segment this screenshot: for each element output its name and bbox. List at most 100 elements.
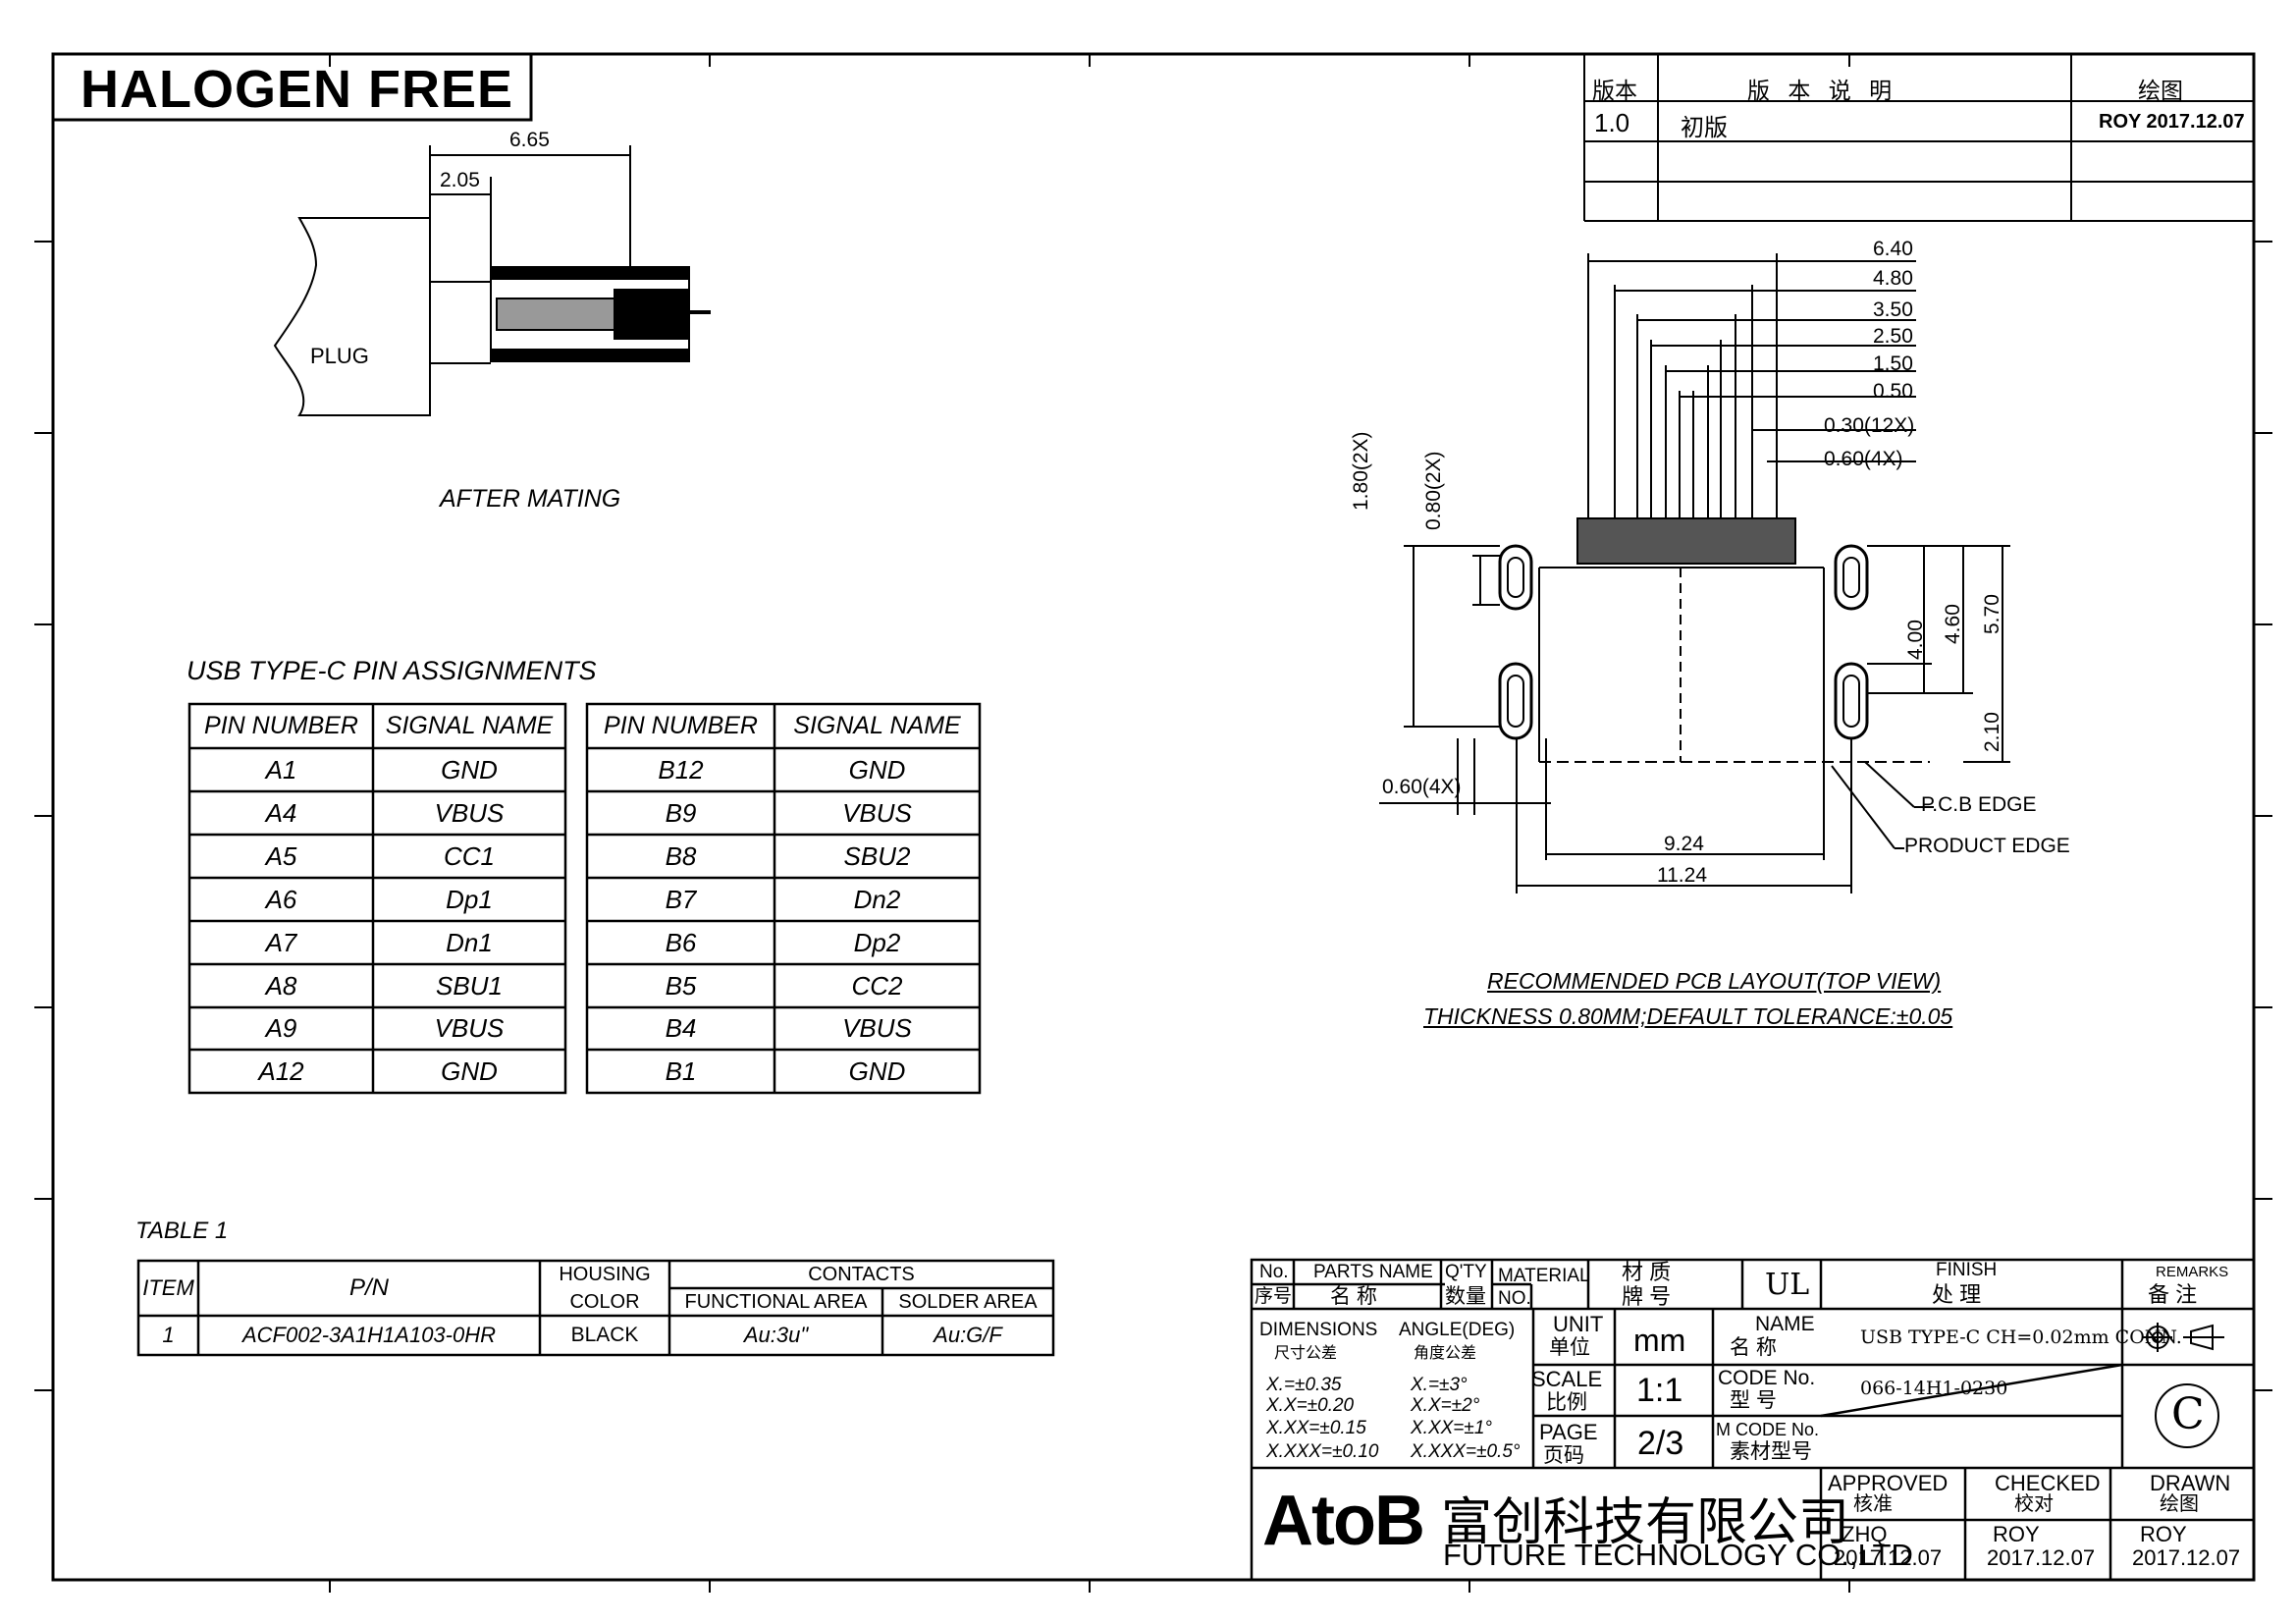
tb-approved-date: 2017.12.07 (1834, 1545, 1943, 1570)
pin-right-signal: GND (848, 754, 906, 785)
pcb-layout-caption: RECOMMENDED PCB LAYOUT(TOP VIEW) (1487, 968, 1942, 994)
pin-right-signal: GND (848, 1056, 906, 1086)
tb-unit-value: mm (1633, 1323, 1686, 1358)
pin-left-signal: VBUS (434, 797, 505, 828)
tb-revision-mark: C (2171, 1389, 2205, 1439)
tb-code-value: 066-14H1-0230 (1860, 1378, 2008, 1399)
tb-checked-en: CHECKED (1995, 1471, 2101, 1495)
pin-left-signal: Dn1 (446, 927, 493, 957)
product-edge-label: PRODUCT EDGE (1904, 835, 2070, 857)
pin-right-pin: B1 (665, 1056, 697, 1086)
tb-mcode-cn: 素材型号 (1730, 1440, 1812, 1463)
tb-remarks-cn: 备 注 (2148, 1282, 2198, 1307)
dim-top-6-40: 6.40 (1873, 238, 1913, 260)
pin-left-signal: VBUS (434, 1013, 505, 1043)
dim-top-2-50: 2.50 (1873, 325, 1913, 348)
tb-finish-en: FINISH (1936, 1260, 1998, 1280)
pcb-layout-drawing (1379, 253, 2010, 893)
table1-solder: Au:G/F (934, 1323, 1002, 1347)
tb-angle-tolerance: X.X=±2° (1411, 1395, 1480, 1416)
table1-housing: BLACK (570, 1324, 639, 1346)
dim-right-4-00: 4.00 (1904, 620, 1927, 660)
tb-checked-date: 2017.12.07 (1987, 1545, 2096, 1570)
table1-header-housing-2: COLOR (569, 1290, 640, 1313)
tb-material-cn2: 牌 号 (1622, 1284, 1672, 1309)
table1-header-contacts: CONTACTS (808, 1263, 915, 1285)
pin-left-signal: CC1 (443, 840, 495, 871)
tb-checked-cn: 校对 (2014, 1493, 2054, 1515)
table1-title: TABLE 1 (135, 1218, 229, 1244)
pin-left-pin: A5 (265, 840, 297, 871)
tb-unit-cn: 单位 (1549, 1336, 1590, 1359)
company-name-en: FUTURE TECHNOLOGY CO.,LTD (1443, 1538, 1913, 1572)
rev-header-version: 版本 (1592, 78, 1637, 103)
rev-header-drawn: 绘图 (2138, 78, 2183, 103)
pin-right-pin: B9 (665, 797, 697, 828)
pin-left-header-signal: SIGNAL NAME (385, 712, 554, 739)
pin-right-pin: B7 (665, 884, 697, 914)
pin-right-signal: VBUS (842, 1013, 912, 1043)
dim-top-4-80: 4.80 (1873, 267, 1913, 290)
tb-tolerance: X.X=±0.20 (1266, 1395, 1355, 1416)
dim-6-65: 6.65 (509, 129, 550, 151)
pin-right-pin: B6 (665, 927, 697, 957)
tb-material-no: NO. (1498, 1288, 1531, 1309)
after-mating-caption: AFTER MATING (440, 485, 621, 513)
tb-finish-cn: 处 理 (1932, 1282, 1982, 1307)
tb-page-cn: 页码 (1543, 1444, 1584, 1467)
tb-tolerance: X.XXX=±0.10 (1266, 1441, 1379, 1462)
pin-table-right-grid (585, 702, 982, 1095)
tb-scale-en: SCALE (1531, 1367, 1603, 1391)
pin-left-signal: SBU1 (436, 970, 503, 1001)
tb-code-cn: 型 号 (1730, 1389, 1777, 1412)
tb-name-value: USB TYPE-C CH=0.02mm CONN. (1860, 1326, 2182, 1348)
tb-angle-tolerance: X.XXX=±0.5° (1411, 1441, 1521, 1462)
pin-right-signal: Dp2 (853, 927, 901, 957)
pin-left-pin: A4 (265, 797, 297, 828)
dim-left-0-80-2x: 0.80(2X) (1422, 451, 1445, 530)
tb-scale-value: 1:1 (1636, 1372, 1683, 1409)
rev-description: 初版 (1681, 115, 1728, 141)
table1-functional: Au:3u" (743, 1323, 809, 1347)
pin-right-header-pin: PIN NUMBER (604, 712, 758, 739)
pcb-edge-label: P.C.B EDGE (1921, 793, 2037, 816)
tb-qty-cn: 数量 (1445, 1285, 1486, 1308)
tb-page-value: 2/3 (1637, 1425, 1684, 1462)
pin-left-signal: GND (441, 754, 498, 785)
tb-scale-cn: 比例 (1546, 1391, 1587, 1414)
tb-drawn-by: ROY (2140, 1522, 2187, 1546)
tb-mcode-en: M CODE No. (1716, 1420, 1820, 1439)
tb-angle-cn: 角度公差 (1414, 1345, 1477, 1362)
tb-parts-name-cn: 名 称 (1330, 1285, 1377, 1308)
revision-table-grid (1583, 54, 2254, 222)
pin-left-signal: Dp1 (446, 884, 493, 914)
tb-code-en: CODE No. (1718, 1367, 1816, 1389)
rev-header-description: 版 本 说 明 (1747, 78, 1898, 103)
tb-angle-tolerance: X.=±3° (1411, 1375, 1468, 1395)
pin-left-pin: A12 (258, 1056, 304, 1086)
tb-dimensions-en: DIMENSIONS (1259, 1320, 1378, 1340)
dim-2-05: 2.05 (440, 169, 480, 191)
table1-header-solder: SOLDER AREA (898, 1290, 1038, 1313)
table1-pn: ACF002-3A1H1A103-0HR (241, 1323, 497, 1347)
tb-approved-en: APPROVED (1828, 1471, 1949, 1495)
pin-left-pin: A7 (265, 927, 297, 957)
tb-remarks-en: REMARKS (2156, 1264, 2229, 1280)
tb-no-cn: 序号 (1255, 1286, 1293, 1307)
tb-name-en: NAME (1755, 1313, 1815, 1335)
tb-drawn-cn: 绘图 (2160, 1493, 2199, 1515)
pin-right-pin: B5 (665, 970, 697, 1001)
tb-no-en: No. (1259, 1262, 1289, 1282)
pin-left-pin: A8 (265, 970, 297, 1001)
dim-top-3-50: 3.50 (1873, 298, 1913, 321)
pin-right-signal: Dn2 (853, 884, 901, 914)
plug-label: PLUG (310, 344, 369, 368)
pin-table-left-grid (187, 702, 567, 1095)
pin-right-signal: SBU2 (843, 840, 911, 871)
tb-checked-by: ROY (1993, 1522, 2040, 1546)
tb-unit-en: UNIT (1553, 1312, 1604, 1336)
pin-left-pin: A1 (265, 754, 297, 785)
tb-drawn-date: 2017.12.07 (2132, 1545, 2241, 1570)
pin-right-header-signal: SIGNAL NAME (793, 712, 961, 739)
